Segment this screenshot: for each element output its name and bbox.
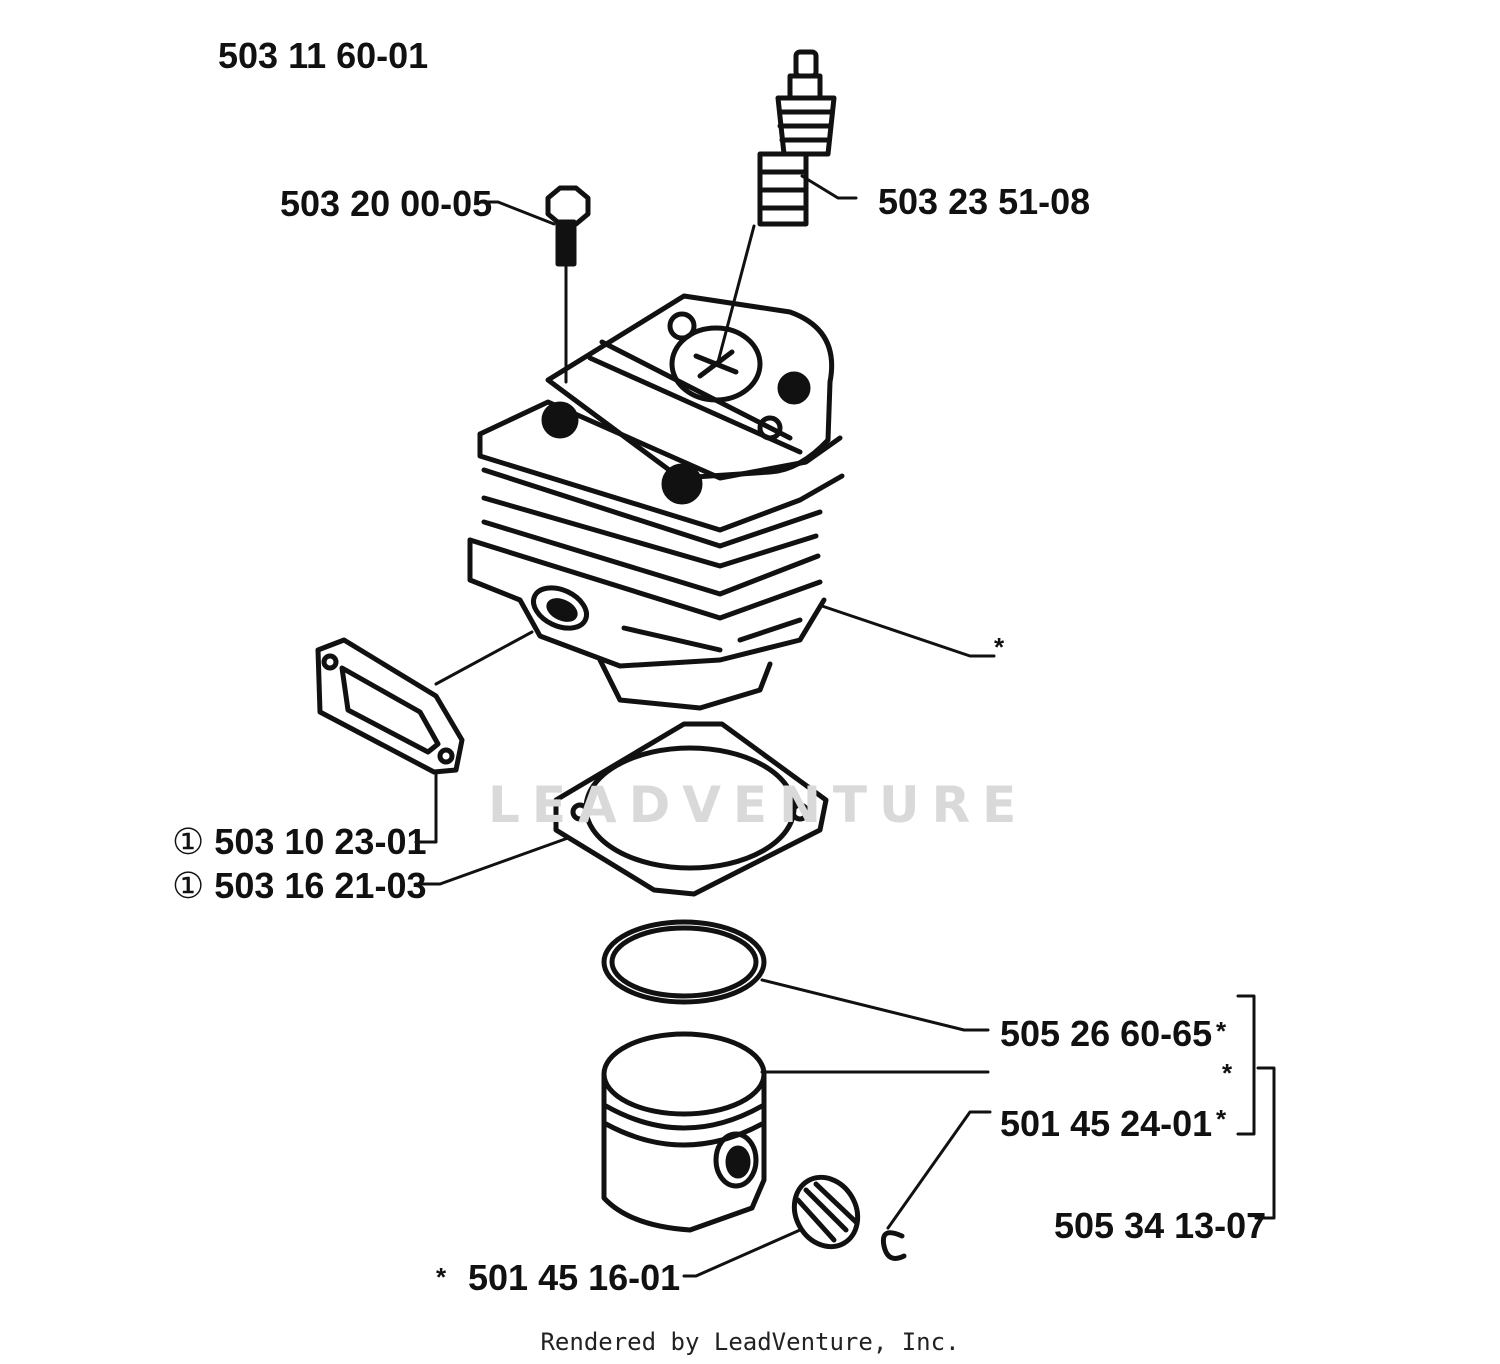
exhaust-gasket: [315, 637, 465, 775]
part-number: 503 10 23-01: [214, 821, 427, 862]
marker-symbol: ①: [172, 821, 205, 862]
footer-credit: Rendered by LeadVenture, Inc.: [540, 1328, 960, 1356]
part-number: 503 16 21-03: [214, 865, 427, 906]
needle-bearing: [791, 1174, 861, 1250]
bolt: [545, 185, 591, 267]
part-label-base-gasket: ① 503 16 21-03: [172, 868, 426, 904]
bearing-asterisk: *: [436, 1262, 447, 1292]
cylinder-base-gasket: [553, 721, 829, 897]
part-label-piston-kit: 505 34 13-07: [1054, 1205, 1267, 1246]
piston: [601, 1031, 767, 1233]
piston-pin-asterisk: *: [1216, 1104, 1227, 1134]
part-label-bolt: 503 20 00-05: [280, 183, 493, 224]
marker-symbol: ①: [172, 865, 205, 906]
piston-ring: [601, 919, 767, 1005]
piston-asterisk: *: [1222, 1058, 1233, 1088]
part-label-exhaust-gasket: ① 503 10 23-01: [172, 824, 426, 860]
watermark: LEADVENTURE: [488, 776, 1029, 834]
assembly-number: 503 11 60-01: [218, 35, 429, 76]
leader-lines: [414, 174, 1276, 1278]
part-label-piston-ring: 505 26 60-65: [1000, 1013, 1213, 1054]
part-label-piston-pin: 501 45 24-01: [1000, 1103, 1213, 1144]
circlip: [880, 1230, 907, 1261]
part-label-spark-plug: 503 23 51-08: [878, 181, 1091, 222]
part-label-needle-bearing: 501 45 16-01: [468, 1257, 681, 1298]
spark-plug: [757, 49, 837, 227]
cylinder: [467, 293, 845, 711]
piston-ring-asterisk: *: [1216, 1016, 1227, 1046]
cylinder-asterisk: *: [994, 632, 1005, 662]
